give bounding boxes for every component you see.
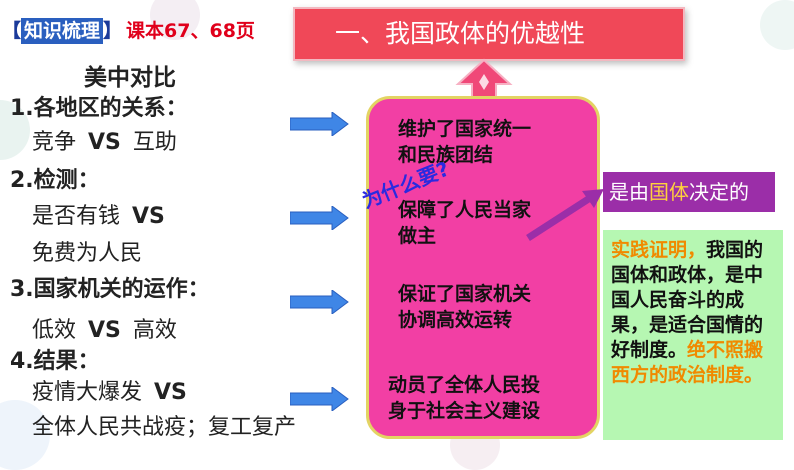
conclusion-lead: 实践证明，	[611, 239, 707, 261]
page-title: 一、我国政体的优越性	[293, 7, 685, 61]
advantage-line: 做主	[398, 225, 437, 247]
us-value: 低效	[32, 318, 77, 343]
right-arrow-icon	[290, 112, 349, 136]
section-2-compare-a: 是否有钱 VS	[32, 198, 177, 230]
right-arrow-icon	[290, 290, 349, 314]
deco-circle	[150, 0, 200, 40]
section-4-compare-a: 疫情大爆发 VS	[32, 374, 199, 406]
advantage-line: 维护了国家统一	[398, 118, 532, 140]
section-2-compare-b: 免费为人民	[32, 241, 143, 266]
advantage-line: 动员了全体人民投	[388, 374, 541, 396]
vs-label: VS	[88, 130, 121, 155]
advantage-2: 保障了人民当家 做主	[398, 197, 531, 249]
section-2-title: 2.检测：	[10, 168, 100, 193]
section-1-compare: 竞争 VS 互助	[32, 124, 177, 156]
comparison-heading: 美中对比	[84, 65, 176, 91]
decided-pre: 是由	[609, 180, 649, 204]
diagonal-arrow-icon	[526, 189, 604, 241]
right-arrow-icon	[290, 387, 349, 411]
decided-post: 决定的	[689, 180, 749, 204]
advantage-line: 保证了国家机关	[398, 283, 532, 305]
cn-value: 高效	[132, 318, 177, 343]
textbook-pages: 课本67、68页	[126, 20, 255, 42]
section-4-compare-b: 全体人民共战疫；复工复产	[32, 415, 297, 440]
advantage-line: 身于社会主义建设	[388, 400, 541, 422]
advantage-line: 和民族团结	[398, 144, 494, 166]
vs-label: VS	[154, 380, 187, 405]
up-arrow-icon	[455, 58, 513, 102]
bracket-open: 【	[2, 20, 22, 42]
advantage-1: 维护了国家统一 和民族团结	[398, 116, 531, 168]
section-keyword: 知识梳理	[21, 18, 104, 44]
section-1-title: 1.各地区的关系：	[10, 96, 188, 121]
advantages-box	[366, 96, 600, 439]
right-arrow-icon	[290, 206, 349, 230]
advantage-line: 协调高效运转	[398, 309, 513, 331]
decided-highlight: 国体	[649, 180, 689, 204]
section-3-title: 3.国家机关的运作：	[10, 277, 210, 302]
vs-label: VS	[88, 318, 121, 343]
section-tag: 【 知识梳理 】 课本67、68页	[2, 18, 255, 44]
decided-by-box: 是由国体决定的	[603, 172, 775, 212]
cn-value: 互助	[132, 130, 177, 155]
advantage-line: 保障了人民当家	[398, 199, 532, 221]
vs-label: VS	[132, 204, 165, 229]
section-3-compare: 低效 VS 高效	[32, 312, 177, 344]
us-value: 疫情大爆发	[32, 380, 143, 405]
conclusion-warning: 绝不照搬西方的政治制度。	[611, 339, 764, 386]
advantage-4: 动员了全体人民投 身于社会主义建设	[388, 372, 540, 424]
us-value: 竞争	[32, 130, 77, 155]
deco-circle	[760, 0, 794, 50]
bracket-close: 】	[103, 20, 123, 42]
conclusion-text: 我国的国体和政体，是中国人民奋斗的成果，是适合国情的好制度。	[611, 239, 764, 361]
section-4-title: 4.结果：	[10, 349, 100, 374]
conclusion-box: 实践证明，我国的国体和政体，是中国人民奋斗的成果，是适合国情的好制度。绝不照搬西…	[603, 230, 783, 440]
us-value: 是否有钱	[32, 204, 121, 229]
advantage-3: 保证了国家机关 协调高效运转	[398, 281, 531, 333]
